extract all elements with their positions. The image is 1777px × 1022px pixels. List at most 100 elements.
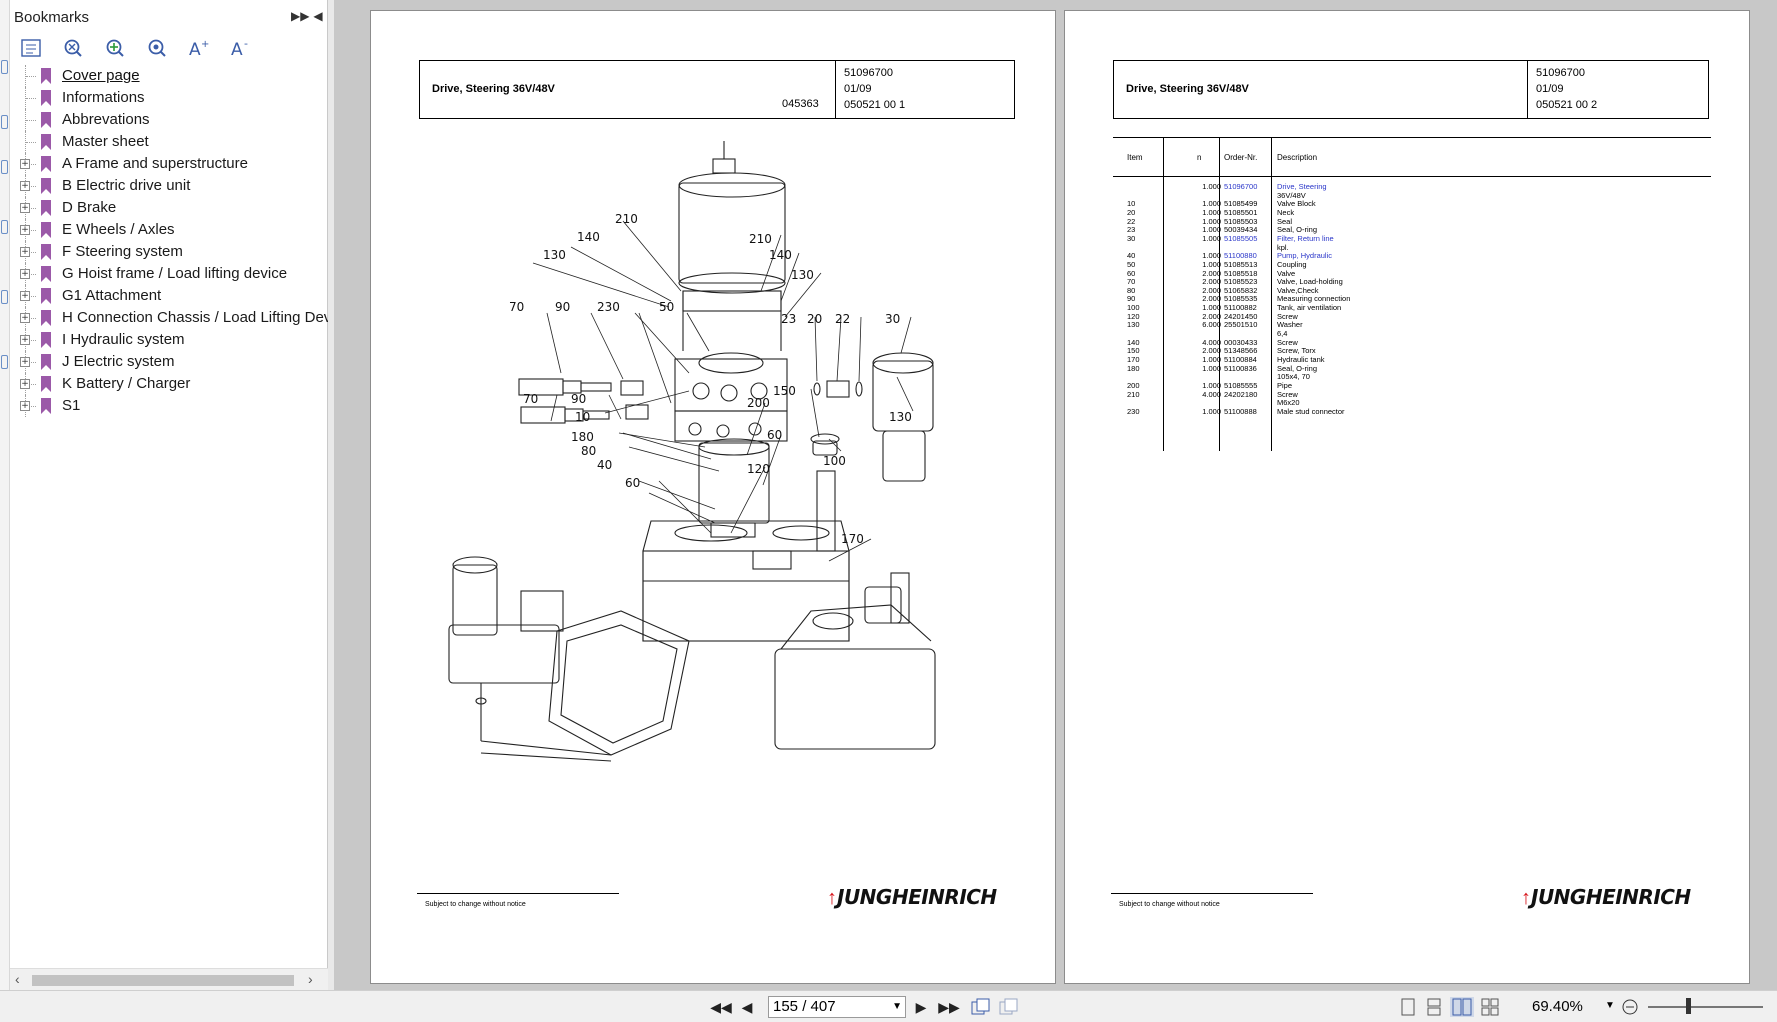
bookmark-item[interactable]: + K Battery / Charger: [10, 373, 328, 395]
bookmark-item[interactable]: +B Electric drive unit: [10, 175, 328, 197]
bookmark-item[interactable]: Master sheet: [10, 131, 328, 153]
bookmark-flag-icon: [41, 288, 51, 304]
tree-connector: [26, 362, 36, 363]
bookmark-label: A Frame and superstructure: [62, 155, 248, 172]
page-number-input[interactable]: 155 / 407 ▼: [768, 996, 906, 1018]
last-page-button[interactable]: ▶▶: [938, 998, 960, 1015]
next-page-button[interactable]: ▶: [915, 998, 927, 1015]
bookmark-item[interactable]: +G Hoist frame / Load lifting device: [10, 263, 328, 285]
bookmark-item[interactable]: +H Connection Chassis / Load Lifting Dev…: [10, 307, 328, 329]
bookmark-item[interactable]: + A Frame and superstructure: [10, 153, 328, 175]
zoom-out-button[interactable]: [1620, 997, 1640, 1017]
zoom-level[interactable]: 69.40%: [1532, 998, 1583, 1015]
logo-text: JUNGHEINRICH: [1531, 885, 1691, 909]
add-bookmark-icon[interactable]: [104, 37, 126, 59]
callout-number: 210: [615, 212, 638, 226]
panel-splitter[interactable]: [328, 0, 334, 990]
callout-number: 70: [509, 300, 524, 314]
bookmark-item[interactable]: Informations: [10, 87, 328, 109]
cell-desc[interactable]: Filter, Return line: [1277, 233, 1334, 243]
cell-order[interactable]: 51096700: [1224, 182, 1258, 191]
table-row: 105x4, 70: [1113, 372, 1711, 382]
page-thumb-icon[interactable]: [1, 60, 8, 74]
expand-toggle-icon[interactable]: +: [20, 269, 30, 279]
bookmark-label: K Battery / Charger: [62, 375, 191, 392]
expand-toggle-icon[interactable]: +: [20, 225, 30, 235]
expand-toggle-icon[interactable]: +: [20, 159, 30, 169]
expand-toggle-icon[interactable]: +: [20, 357, 30, 367]
scroll-left-icon[interactable]: ‹: [15, 971, 20, 987]
layers-tab-icon[interactable]: [1, 220, 8, 234]
bookmark-tab-icon[interactable]: [1, 115, 8, 129]
zoom-slider-thumb[interactable]: [1686, 998, 1691, 1014]
continuous-facing-view-icon[interactable]: [1480, 997, 1500, 1017]
bookmark-item[interactable]: +J Electric system: [10, 351, 328, 373]
bookmark-item[interactable]: +G1 Attachment: [10, 285, 328, 307]
signatures-tab-icon[interactable]: [1, 355, 8, 369]
expand-toggle-icon[interactable]: +: [20, 379, 30, 389]
facing-view-icon[interactable]: [1450, 997, 1474, 1017]
cell-order[interactable]: 51085505: [1224, 233, 1258, 243]
zoom-dropdown-icon[interactable]: ▼: [1605, 1000, 1615, 1011]
bookmark-flag-icon: [41, 354, 51, 370]
scrollbar-thumb[interactable]: [32, 975, 294, 986]
expand-panel-icon[interactable]: ▶▶: [291, 9, 310, 23]
collapse-panel-icon[interactable]: ◀: [313, 9, 323, 23]
decrease-font-icon[interactable]: A-: [230, 37, 252, 59]
previous-page-button[interactable]: ◀: [741, 998, 753, 1015]
cell-order: 51085513: [1224, 259, 1258, 269]
increase-font-icon[interactable]: A+: [188, 37, 210, 59]
logo-text: JUNGHEINRICH: [837, 885, 997, 909]
bookmark-item[interactable]: Cover page: [10, 65, 328, 87]
cell-desc: Seal: [1277, 216, 1293, 226]
reference-date: 01/09: [844, 83, 872, 95]
expand-toggle-icon[interactable]: +: [20, 291, 30, 301]
bookmark-item[interactable]: +I Hydraulic system: [10, 329, 328, 351]
cell-order[interactable]: 51100880: [1224, 251, 1257, 261]
callout-number: 130: [791, 268, 814, 282]
expand-toggle-icon[interactable]: +: [20, 247, 30, 257]
attachments-tab-icon[interactable]: [1, 160, 8, 174]
cell-n: 1.000: [1202, 259, 1221, 269]
continuous-view-icon[interactable]: [1424, 997, 1444, 1017]
bookmark-item[interactable]: +F Steering system: [10, 241, 328, 263]
cell-n: 4.000: [1202, 389, 1221, 399]
cell-n: 1.000: [1202, 182, 1221, 191]
zoom-slider[interactable]: [1648, 1006, 1763, 1008]
bookmark-item[interactable]: +D Brake: [10, 197, 328, 219]
expand-toggle-icon[interactable]: +: [20, 181, 30, 191]
cell-desc: 105x4, 70: [1277, 372, 1310, 382]
bookmarks-horizontal-scrollbar[interactable]: ‹ ›: [10, 968, 328, 990]
bookmark-item[interactable]: Abbrevations: [10, 109, 328, 131]
cell-desc: Valve, Load-holding: [1277, 277, 1343, 287]
scroll-right-icon[interactable]: ›: [308, 971, 313, 987]
comments-tab-icon[interactable]: [1, 290, 8, 304]
bookmark-item[interactable]: +S1: [10, 395, 328, 417]
bookmark-item[interactable]: +E Wheels / Axles: [10, 219, 328, 241]
side-toolbar-strip: [0, 0, 10, 990]
cell-desc[interactable]: Pump, Hydraulic: [1277, 251, 1333, 261]
find-bookmark-icon[interactable]: [146, 37, 168, 59]
first-page-button[interactable]: ◀◀: [710, 998, 732, 1015]
table-row: 6,4: [1113, 329, 1711, 339]
bookmark-options-icon[interactable]: [20, 37, 42, 59]
expand-toggle-icon[interactable]: +: [20, 313, 30, 323]
expand-toggle-icon[interactable]: +: [20, 203, 30, 213]
delete-bookmark-icon[interactable]: [62, 37, 84, 59]
cell-n: 2.000: [1202, 346, 1221, 356]
expand-toggle-icon[interactable]: +: [20, 401, 30, 411]
single-page-view-icon[interactable]: [1398, 997, 1418, 1017]
expand-toggle-icon[interactable]: +: [20, 335, 30, 345]
previous-view-icon[interactable]: [970, 997, 992, 1017]
tree-connector: [25, 87, 26, 109]
page-dropdown-icon[interactable]: ▼: [892, 1001, 902, 1012]
document-viewport[interactable]: Drive, Steering 36V/48V 045363 51096700 …: [334, 0, 1777, 990]
cell-desc[interactable]: Drive, Steering: [1277, 182, 1327, 191]
next-view-icon[interactable]: [998, 997, 1020, 1017]
cell-item: 40: [1127, 251, 1136, 261]
